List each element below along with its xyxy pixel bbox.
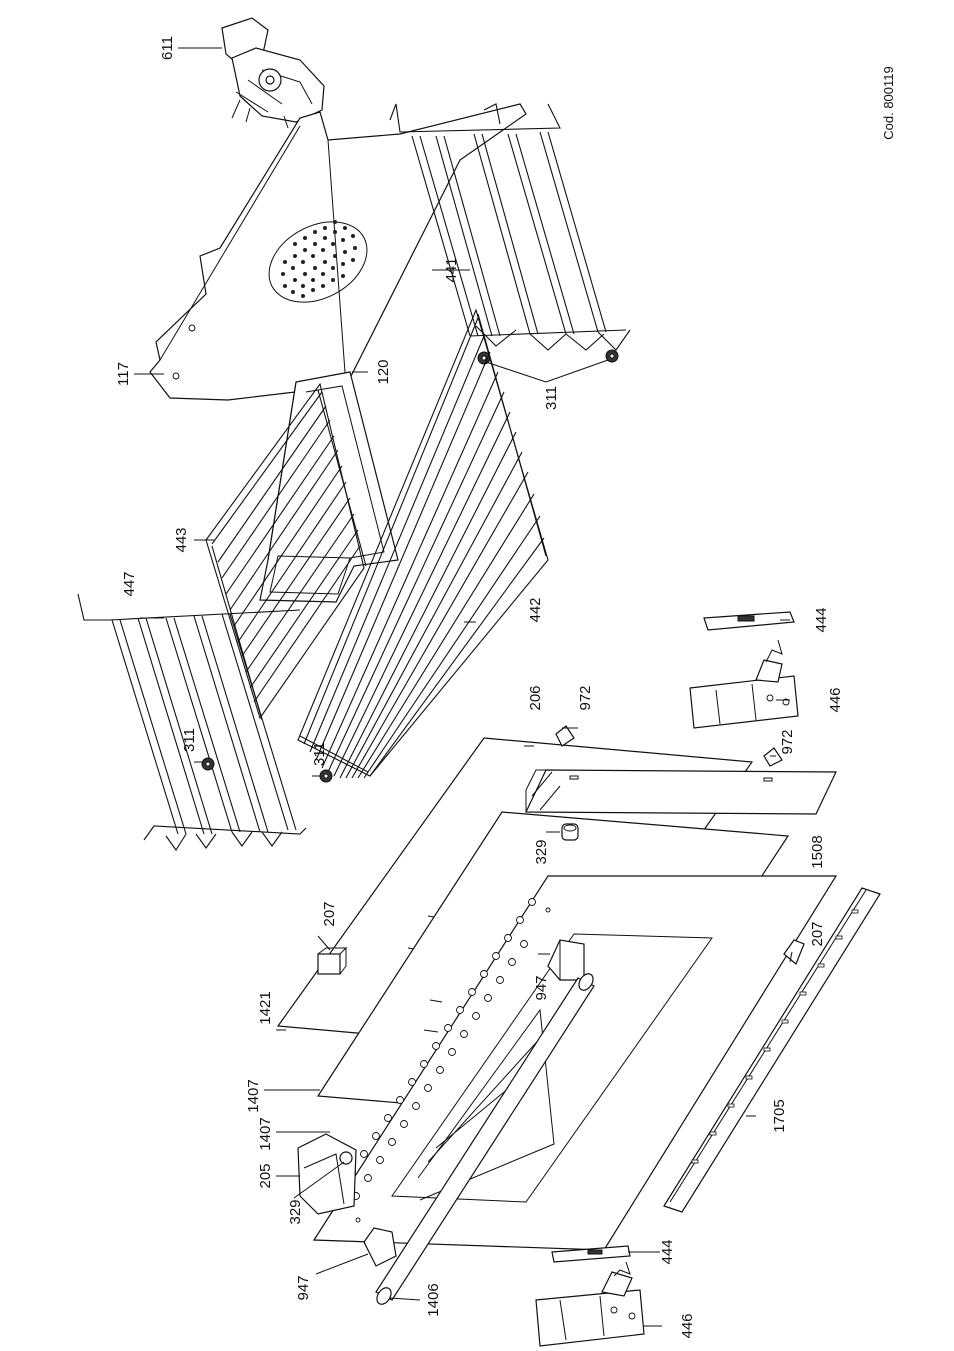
spacer-329-left	[339, 1151, 353, 1165]
label-207-top: 207	[321, 901, 338, 926]
rear-panel-117	[149, 103, 527, 401]
label-443: 443	[173, 527, 190, 552]
label-207-bottom: 207	[809, 921, 826, 946]
hinge-block-947-center	[547, 939, 585, 981]
label-947-left: 947	[295, 1275, 312, 1300]
hinge-446-left	[535, 1261, 645, 1347]
hinge-cover-444-left	[551, 1245, 631, 1263]
label-611: 611	[159, 36, 176, 60]
label-972-top: 972	[577, 685, 594, 710]
rack-fixing-311-left	[201, 757, 333, 783]
drip-tray-120	[259, 371, 399, 603]
label-972-bottom: 972	[779, 729, 796, 754]
part-labels: 611 117 120 441 311 443 447 442 311 311 …	[115, 36, 844, 1338]
label-947-center: 947	[533, 975, 550, 1000]
label-442: 442	[527, 597, 544, 622]
hinge-block-947-left	[363, 1227, 397, 1267]
label-311-right: 311	[543, 386, 560, 410]
vent-holes	[336, 898, 536, 1200]
label-329-left: 329	[287, 1199, 304, 1224]
label-444-left: 444	[659, 1239, 676, 1264]
label-447: 447	[121, 571, 138, 596]
clip-207-bottom	[783, 939, 805, 965]
label-117: 117	[115, 362, 132, 386]
label-441: 441	[443, 257, 460, 282]
label-120: 120	[375, 359, 392, 384]
leader-lines	[134, 47, 836, 1327]
label-206: 206	[527, 685, 544, 710]
label-446-right: 446	[827, 687, 844, 712]
label-1421: 1421	[257, 991, 274, 1024]
label-1508: 1508	[809, 835, 826, 868]
clip-972-bottom	[763, 747, 783, 767]
hinge-cover-444-right	[703, 611, 795, 631]
rack-fixing-311-right	[477, 349, 619, 365]
hinge-446-right	[689, 639, 799, 729]
label-1407-top: 1407	[245, 1079, 262, 1112]
drawing-code: Cod. 800119	[881, 66, 896, 140]
inner-door-panel-1508	[312, 875, 838, 1251]
label-444-right: 444	[813, 607, 830, 632]
label-329-center: 329	[533, 839, 550, 864]
side-rack-left-447	[77, 593, 307, 851]
side-rack-right-441	[389, 103, 631, 351]
label-1705: 1705	[771, 1099, 788, 1132]
door-bracket-206	[525, 769, 837, 815]
label-205: 205	[257, 1163, 274, 1188]
spacer-329-center	[561, 823, 579, 841]
clip-972-top	[555, 725, 575, 747]
label-311-left-top: 311	[181, 728, 198, 752]
label-311-left-bottom: 311	[311, 742, 328, 766]
fan-grille-holes	[281, 220, 357, 298]
label-1407-bottom: 1407	[257, 1117, 274, 1150]
label-1406: 1406	[425, 1283, 442, 1316]
bottom-trim-1705	[663, 887, 881, 1213]
label-446-left: 446	[679, 1313, 696, 1338]
fan-motor-611	[221, 17, 325, 129]
wire-shelf-442	[297, 308, 549, 779]
door-handle-1406	[375, 973, 595, 1305]
wire-grill-443	[205, 382, 367, 721]
